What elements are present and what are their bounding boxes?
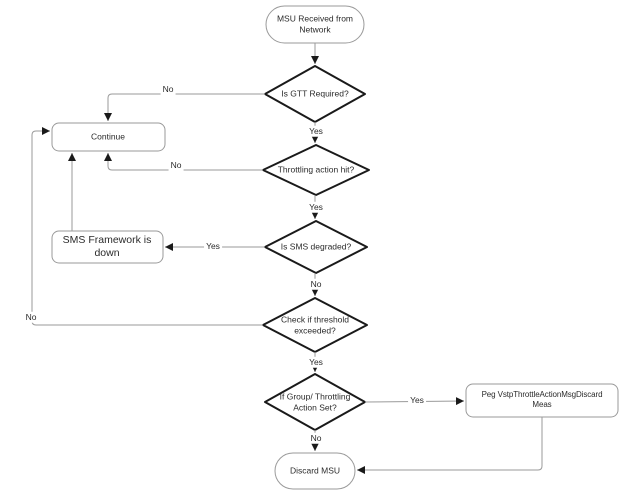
edge-throttling-no-to-continue bbox=[104, 153, 263, 171]
threshold-decision-shape bbox=[262, 297, 368, 353]
peg-meas-process-shape bbox=[465, 383, 619, 418]
gtt-decision-shape bbox=[264, 65, 366, 123]
edge-threshold-no-to-continue bbox=[31, 127, 263, 326]
edge-gtt-no-to-continue bbox=[104, 93, 265, 121]
sms-framework-process-shape bbox=[51, 230, 164, 264]
throttling-decision-shape bbox=[262, 144, 370, 196]
group-action-decision-shape bbox=[264, 373, 366, 431]
sms-degraded-decision-shape bbox=[264, 220, 368, 274]
edge-peg-to-discard bbox=[357, 417, 543, 474]
edge-group-yes-to-peg bbox=[364, 397, 465, 406]
discard-terminator-shape bbox=[274, 452, 356, 490]
continue-process-shape bbox=[51, 122, 166, 152]
start-terminator-shape bbox=[265, 5, 365, 44]
